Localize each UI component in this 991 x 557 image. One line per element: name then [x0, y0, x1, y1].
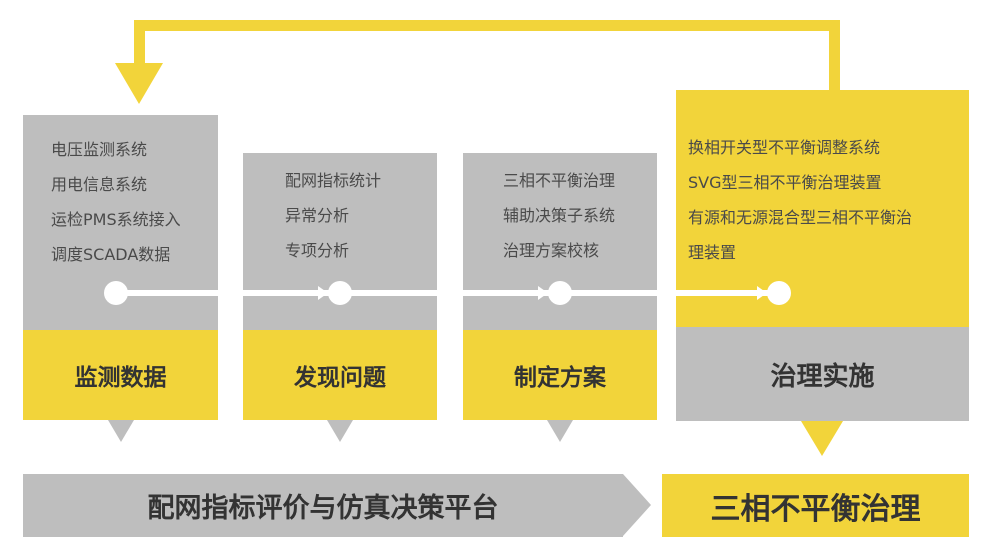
down-arrow-icon [108, 420, 134, 442]
down-arrow-icon [327, 420, 353, 442]
feedback-arrow-icon [115, 63, 163, 104]
step-item: 三相不平衡治理 [503, 171, 616, 190]
step-item: 理装置 [688, 243, 737, 262]
feedback-line-right [829, 20, 840, 95]
step-item: 换相开关型不平衡调整系统 [688, 138, 881, 157]
step-label: 发现问题 [243, 330, 437, 420]
feedback-line-left [134, 20, 145, 65]
step-monitoring: 电压监测系统 用电信息系统 运检PMS系统接入 调度SCADA数据 监测数据 [23, 115, 218, 420]
step-label: 监测数据 [23, 330, 218, 420]
flow-line [115, 290, 770, 296]
step-item: 专项分析 [285, 241, 350, 260]
step-find-problem: 配网指标统计 异常分析 专项分析 发现问题 [243, 153, 437, 420]
result-label: 三相不平衡治理 [662, 474, 969, 537]
step-implement: 换相开关型不平衡调整系统 SVG型三相不平衡治理装置 有源和无源混合型三相不平衡… [676, 90, 969, 421]
step-item: 异常分析 [285, 206, 350, 225]
platform-arrow-icon [623, 474, 651, 536]
step-item: 用电信息系统 [51, 175, 148, 194]
down-arrow-icon [801, 421, 843, 456]
down-arrow-icon [547, 420, 573, 442]
step-item: 辅助决策子系统 [503, 206, 616, 225]
platform-label: 配网指标评价与仿真决策平台 [147, 493, 499, 524]
step-label: 制定方案 [463, 330, 657, 420]
step-item: 调度SCADA数据 [51, 245, 171, 264]
arrow-right-icon [318, 286, 328, 300]
arrow-right-icon [538, 286, 548, 300]
flow-node [104, 281, 128, 305]
flow-node [767, 281, 791, 305]
feedback-line-top [134, 20, 840, 31]
flow-node [548, 281, 572, 305]
platform-bar [23, 474, 623, 537]
step-plan: 三相不平衡治理 辅助决策子系统 治理方案校核 制定方案 [463, 153, 657, 420]
step-item: 电压监测系统 [51, 140, 148, 159]
step-item: SVG型三相不平衡治理装置 [688, 173, 882, 192]
step-item: 有源和无源混合型三相不平衡治 [688, 208, 913, 227]
step-item: 运检PMS系统接入 [51, 210, 181, 229]
step-item: 配网指标统计 [285, 171, 382, 190]
step-item: 治理方案校核 [503, 241, 600, 260]
step-label: 治理实施 [676, 327, 969, 421]
flow-node [328, 281, 352, 305]
arrow-right-icon [757, 286, 767, 300]
